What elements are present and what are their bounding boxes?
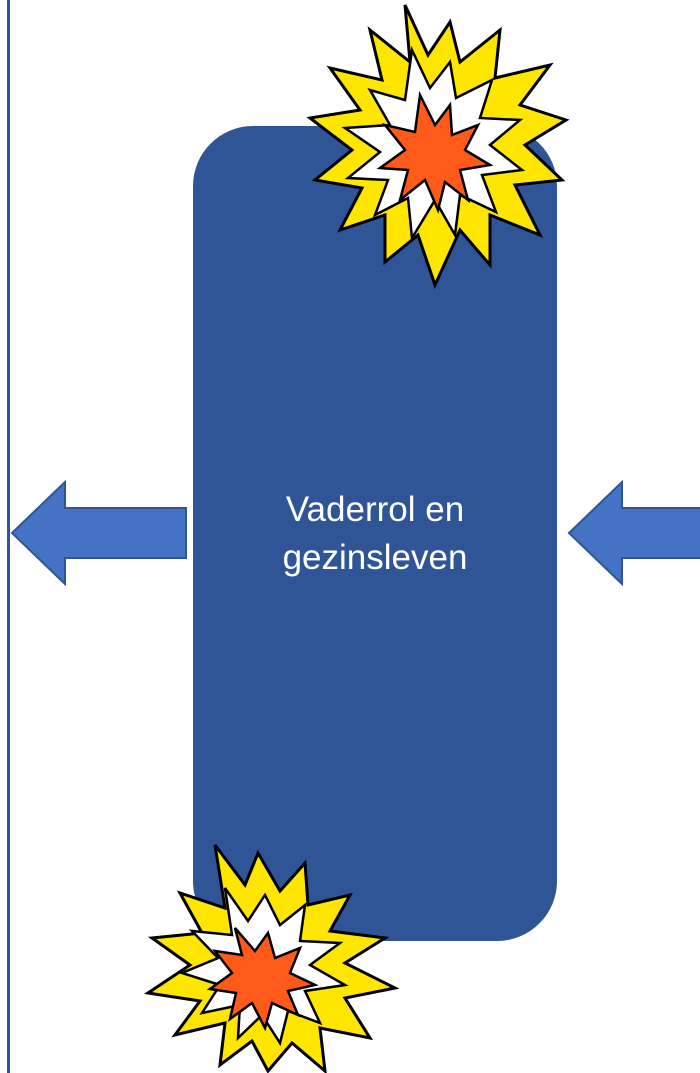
left-arrow-icon [10,480,187,586]
center-box: Vaderrol en gezinsleven [193,126,557,941]
explosion-burst-icon [306,4,570,290]
left-border-line [0,0,10,1073]
explosion-burst-icon [143,844,400,1073]
left-arrow-icon [567,480,700,586]
center-label: Vaderrol en gezinsleven [282,489,468,577]
